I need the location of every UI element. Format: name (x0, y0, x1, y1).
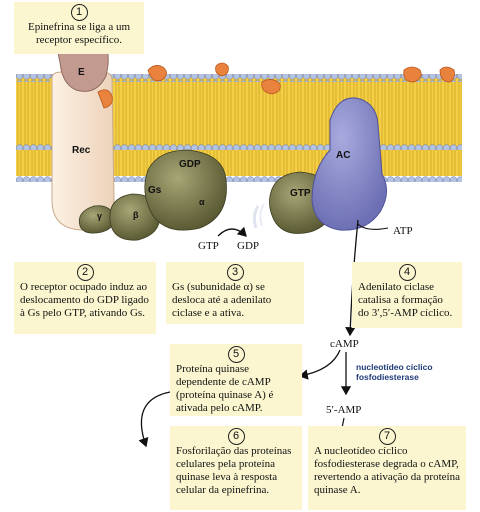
label-alpha: α (199, 197, 205, 207)
label-gs: Gs (148, 185, 162, 196)
label-rec: Rec (72, 145, 91, 156)
label-5amp: 5′-AMP (326, 404, 362, 416)
label-e: E (78, 67, 85, 78)
step-7-text: A nucleotídeo cíclico fosfodiesterase de… (314, 445, 460, 496)
camp-to-pka-arrow (298, 349, 341, 380)
step-3-text: Gs (subunidade α) se desloca até a adeni… (172, 281, 272, 319)
label-gdp: GDP (179, 159, 201, 170)
adenylate-cyclase-shape (311, 97, 387, 231)
label-beta: β (133, 210, 139, 220)
step-1-number: 1 (70, 4, 88, 21)
label-ac: AC (336, 150, 351, 161)
label-gtp-free: GTP (198, 240, 219, 252)
step-5-box: 5 Proteína quinase dependente de cAMP (p… (170, 344, 302, 416)
epinephrine-molecules (147, 62, 455, 95)
step-4-box: 4 Adenilato ciclase catalisa a formação … (352, 262, 462, 328)
receptor-shape (51, 71, 115, 231)
lipid-bilayer (16, 74, 462, 182)
g-protein-complex (78, 149, 227, 241)
exchange-arrow (217, 226, 247, 237)
step-2-box: 2 O receptor ocupado induz ao deslocamen… (14, 262, 156, 334)
step-7-box: 7 A nucleotídeo cíclico fosfodiesterase … (308, 426, 466, 510)
step-2-number: 2 (76, 264, 94, 281)
label-camp: cAMP (330, 338, 359, 350)
step-3-box: 3 Gs (subunidade α) se desloca até a ade… (166, 262, 304, 324)
pka-to-phospho-arrow (138, 391, 171, 448)
step-4-number: 4 (398, 264, 416, 281)
step-1-text: Epinefrina se liga a um receptor específ… (27, 21, 131, 46)
label-atp: ATP (393, 225, 413, 237)
step-5-text: Proteína quinase dependente de cAMP (pro… (176, 363, 274, 414)
step-2-text: O receptor ocupado induz ao deslocamento… (20, 281, 149, 319)
label-gamma: γ (97, 211, 103, 221)
step-1-box: 1 Epinefrina se liga a um receptor espec… (14, 2, 144, 54)
label-gdp-free: GDP (237, 240, 260, 252)
step-4-text: Adenilato ciclase catalisa a formação do… (358, 281, 453, 319)
step-3-number: 3 (226, 264, 244, 281)
step-7-number: 7 (378, 428, 396, 445)
step-6-number: 6 (227, 428, 245, 445)
label-gtp-bound: GTP (290, 188, 311, 199)
label-phosphodiesterase: nucleotídeo cíclico fosfodiesterase (356, 362, 433, 382)
step-5-number: 5 (227, 346, 245, 363)
step-6-box: 6 Fosforilação das proteínas celulares p… (170, 426, 302, 510)
step-6-text: Fosforilação das proteínas celulares pel… (176, 445, 292, 496)
